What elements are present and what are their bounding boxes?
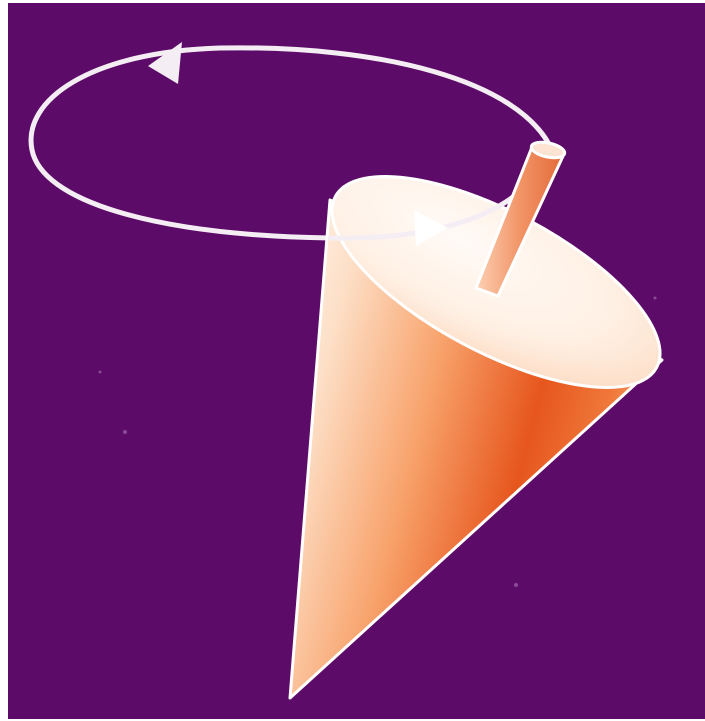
speckle xyxy=(514,583,518,587)
speckle xyxy=(99,371,102,374)
speckle xyxy=(123,430,127,434)
speckle xyxy=(654,297,657,300)
